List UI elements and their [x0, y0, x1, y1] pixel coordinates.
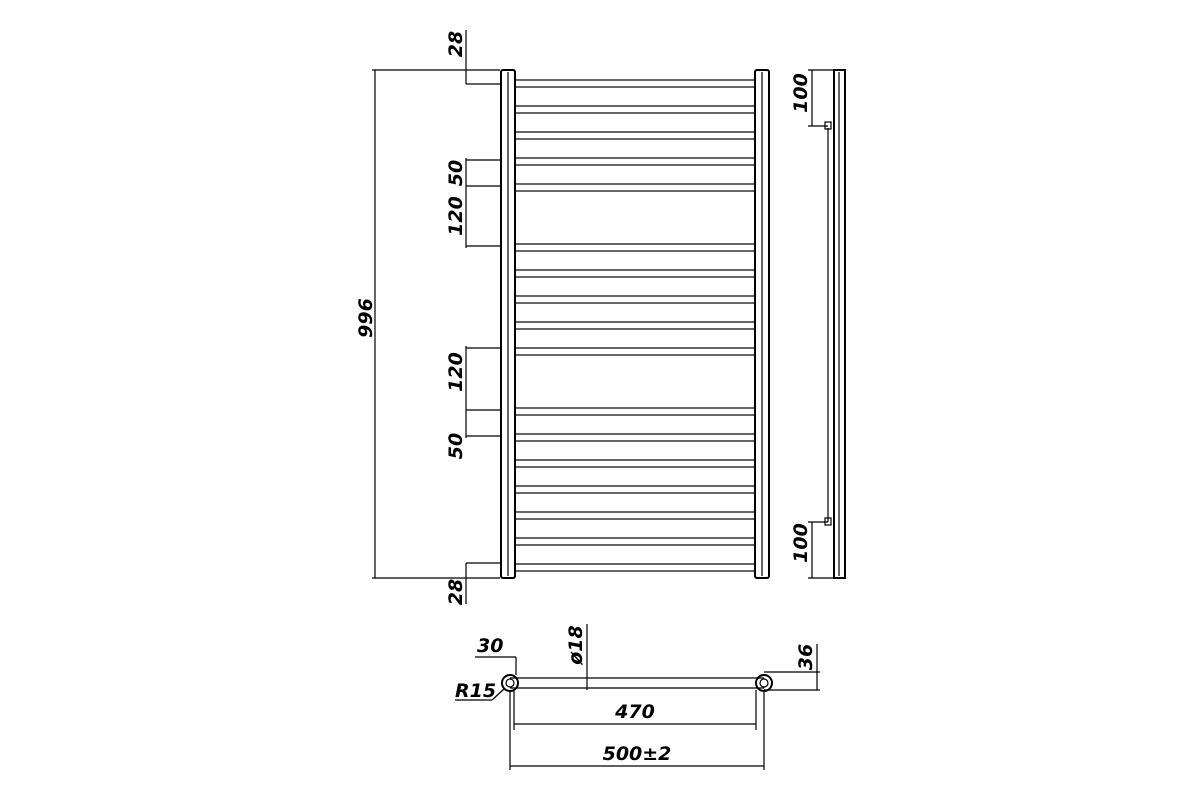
rail-8	[514, 295, 756, 304]
front-view	[500, 69, 770, 579]
rail-14	[514, 485, 756, 494]
dim-total-height: 996	[355, 298, 377, 338]
dim-gap-small-bottom: 50	[445, 433, 467, 459]
rail-9	[514, 321, 756, 330]
rail-6	[514, 243, 756, 252]
rail-11	[514, 407, 756, 416]
rail-3	[514, 131, 756, 140]
dim-plan-depth: 36	[795, 644, 817, 670]
dim-top-offset: 28	[445, 31, 467, 57]
horizontal-rails	[514, 79, 756, 572]
dim-side-bottom: 100	[790, 523, 812, 563]
dim-plan-wall-offset: 30	[477, 635, 503, 657]
rail-10	[514, 347, 756, 356]
dim-plan-centers: 470	[614, 701, 655, 723]
rail-4	[514, 157, 756, 166]
rail-12	[514, 433, 756, 442]
rail-15	[514, 511, 756, 520]
side-view: 100 100	[790, 69, 846, 579]
dim-gap-small-top: 50	[445, 160, 467, 186]
dim-plan-radius: R15	[455, 680, 496, 702]
rail-13	[514, 459, 756, 468]
dim-plan-overall: 500±2	[603, 743, 672, 765]
rail-5	[514, 183, 756, 192]
rail-1	[514, 79, 756, 88]
rail-16	[514, 537, 756, 546]
dim-gap-large-top: 120	[445, 196, 467, 236]
dim-bottom-offset: 28	[445, 579, 467, 605]
rail-7	[514, 269, 756, 278]
plan-view: 30 ø18 36 R15 470 500±2	[455, 624, 820, 770]
rail-17	[514, 563, 756, 572]
dim-side-top: 100	[790, 73, 812, 113]
front-dimensions: 996 28 50 120 120 50 28	[355, 30, 500, 605]
rail-2	[514, 105, 756, 114]
dim-plan-tube-diameter: ø18	[565, 625, 587, 666]
dim-gap-large-bottom: 120	[445, 352, 467, 392]
